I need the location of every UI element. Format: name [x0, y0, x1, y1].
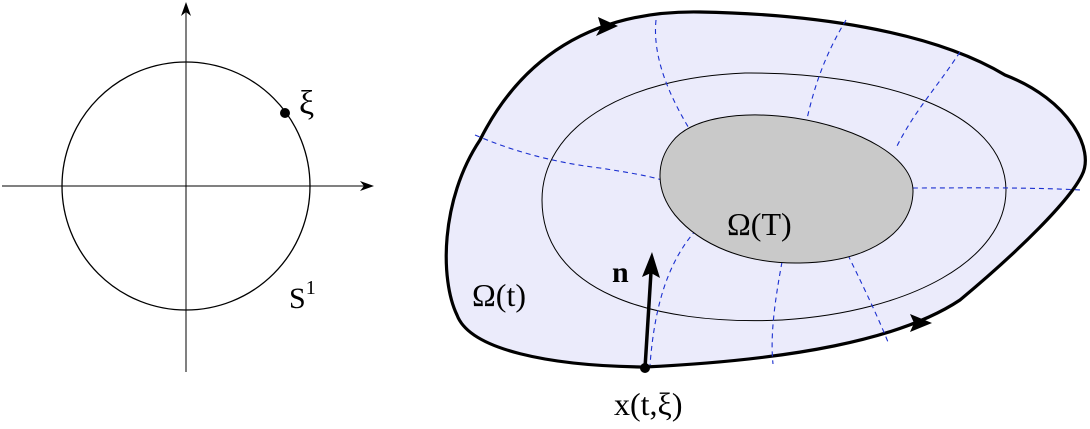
normal-vector [643, 271, 653, 369]
circle-label: S1 [289, 277, 316, 315]
normal-label: n [612, 256, 629, 289]
boundary-point-label: x(t,ξ) [614, 386, 682, 422]
inner-region [659, 114, 914, 264]
normal-dashed-lines [474, 19, 1083, 366]
normal-vector-head [642, 252, 660, 278]
domain-figure: n x(t,ξ) Ω(t) Ω(T) [444, 10, 1087, 422]
boundary-arrow-bottom [910, 314, 932, 332]
boundary-point [640, 363, 650, 373]
inner-region-label: Ω(T) [727, 206, 792, 242]
unit-circle-figure: ξ S1 [2, 2, 374, 372]
outer-region-label: Ω(t) [472, 277, 526, 313]
boundary-arrow-top [596, 17, 618, 36]
unit-circle [61, 61, 311, 311]
middle-level-curve [541, 72, 1007, 322]
xi-point [280, 108, 290, 118]
xi-label: ξ [299, 85, 314, 122]
